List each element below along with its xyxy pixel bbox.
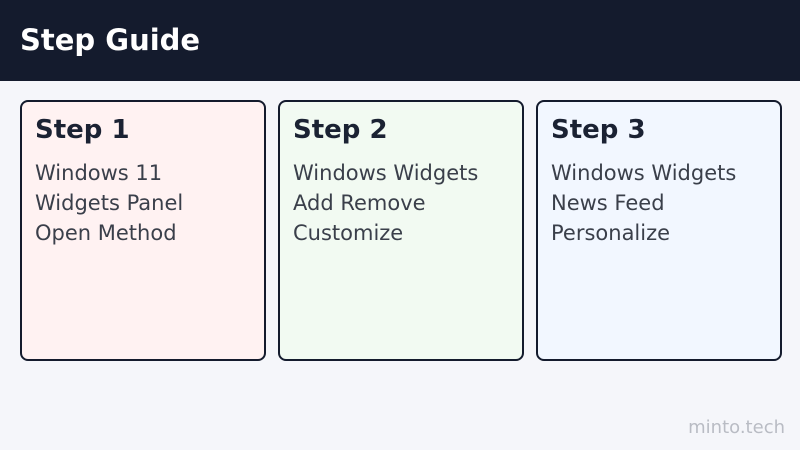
- step-card-title: Step 2: [293, 115, 388, 145]
- step-card-line: Widgets Panel: [35, 191, 184, 215]
- step-card-line: Windows 11: [35, 161, 163, 185]
- step-card-1: Step 1 Windows 11 Widgets Panel Open Met…: [20, 100, 266, 361]
- step-card-line: News Feed: [551, 191, 665, 215]
- header-bar: Step Guide: [0, 0, 800, 81]
- step-card-lines: Windows 11 Widgets Panel Open Method: [35, 158, 183, 248]
- step-card-3: Step 3 Windows Widgets News Feed Persona…: [536, 100, 782, 361]
- step-card-lines: Windows Widgets News Feed Personalize: [551, 158, 736, 248]
- step-card-line: Windows Widgets: [551, 161, 737, 185]
- step-card-2: Step 2 Windows Widgets Add Remove Custom…: [278, 100, 524, 361]
- step-card-title: Step 3: [551, 115, 646, 145]
- step-card-line: Personalize: [551, 221, 671, 245]
- page-title: Step Guide: [20, 23, 201, 57]
- step-card-line: Customize: [293, 221, 404, 245]
- step-card-line: Add Remove: [293, 191, 426, 215]
- step-card-lines: Windows Widgets Add Remove Customize: [293, 158, 478, 248]
- step-card-line: Open Method: [35, 221, 177, 245]
- step-card-line: Windows Widgets: [293, 161, 479, 185]
- step-card-title: Step 1: [35, 115, 130, 145]
- site-watermark: minto.tech: [688, 417, 785, 438]
